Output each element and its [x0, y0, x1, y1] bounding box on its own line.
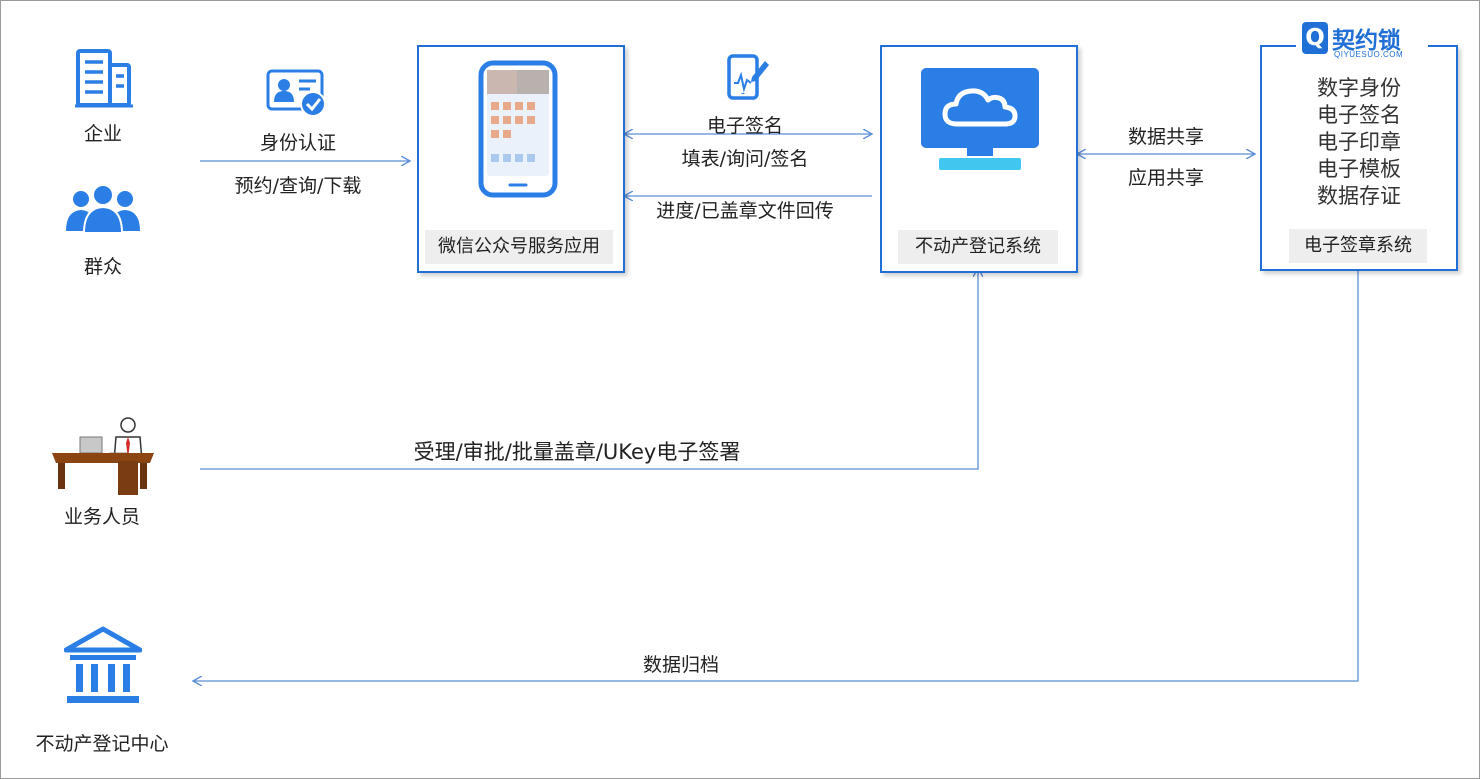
logo-domain: QIYUESUO.COM: [1334, 50, 1404, 59]
people-group-icon: [66, 184, 140, 233]
flow-id-auth-label: 身份认证: [259, 132, 337, 154]
building-icon: [75, 49, 133, 108]
registry-system-caption: 不动产登记系统: [898, 230, 1058, 264]
id-card-check-icon: [266, 69, 326, 117]
flow-staff-ops-label: 受理/审批/批量盖章/UKey电子签署: [413, 440, 741, 464]
actor-center-label: 不动产登记中心: [35, 733, 169, 755]
flow-progress-label: 进度/已盖章文件回传: [656, 200, 834, 222]
esign-feature-list: 数字身份 电子签名 电子印章 电子模板 数据存证: [1262, 75, 1456, 210]
actor-public-label: 群众: [83, 256, 123, 278]
clerk-at-desk-icon: [52, 417, 154, 495]
government-building-icon: [64, 626, 142, 703]
cloud-monitor-icon: [921, 68, 1039, 170]
esign-feature-item: 电子签名: [1317, 103, 1401, 127]
logo-name: 契约锁: [1332, 28, 1401, 54]
esign-system-box[interactable]: 数字身份 电子签名 电子印章 电子模板 数据存证 电子签章系统: [1260, 45, 1458, 271]
esign-feature-item: 电子印章: [1317, 130, 1401, 154]
actor-enterprise-label: 企业: [83, 123, 123, 145]
arrow-staff-to-registry: [200, 268, 978, 470]
flow-reserve-label: 预约/查询/下载: [234, 175, 362, 197]
esign-feature-item: 电子模板: [1317, 157, 1401, 181]
esign-system-caption: 电子签章系统: [1289, 229, 1427, 263]
phone-screen-icon: [478, 60, 558, 198]
esign-feature-item: 数据存证: [1317, 184, 1401, 208]
flow-data-share-label: 数据共享: [1127, 126, 1205, 148]
logo-mark: Q: [1302, 22, 1328, 54]
flow-archive-label: 数据归档: [642, 654, 720, 676]
wechat-service-box[interactable]: 微信公众号服务应用: [417, 45, 625, 273]
flow-fill-label: 填表/询问/签名: [681, 148, 809, 170]
actor-staff-label: 业务人员: [63, 506, 141, 528]
registry-system-box[interactable]: 不动产登记系统: [880, 45, 1078, 273]
wechat-service-caption: 微信公众号服务应用: [425, 230, 613, 264]
qiyuesuo-logo: Q 契约锁 QIYUESUO.COM: [1296, 20, 1428, 68]
flow-app-share-label: 应用共享: [1127, 167, 1205, 189]
esign-feature-item: 数字身份: [1317, 76, 1401, 100]
tablet-signature-icon: [727, 54, 769, 100]
arrow-esign-archive: [193, 270, 1359, 681]
flow-esign-label: 电子签名: [706, 115, 784, 137]
